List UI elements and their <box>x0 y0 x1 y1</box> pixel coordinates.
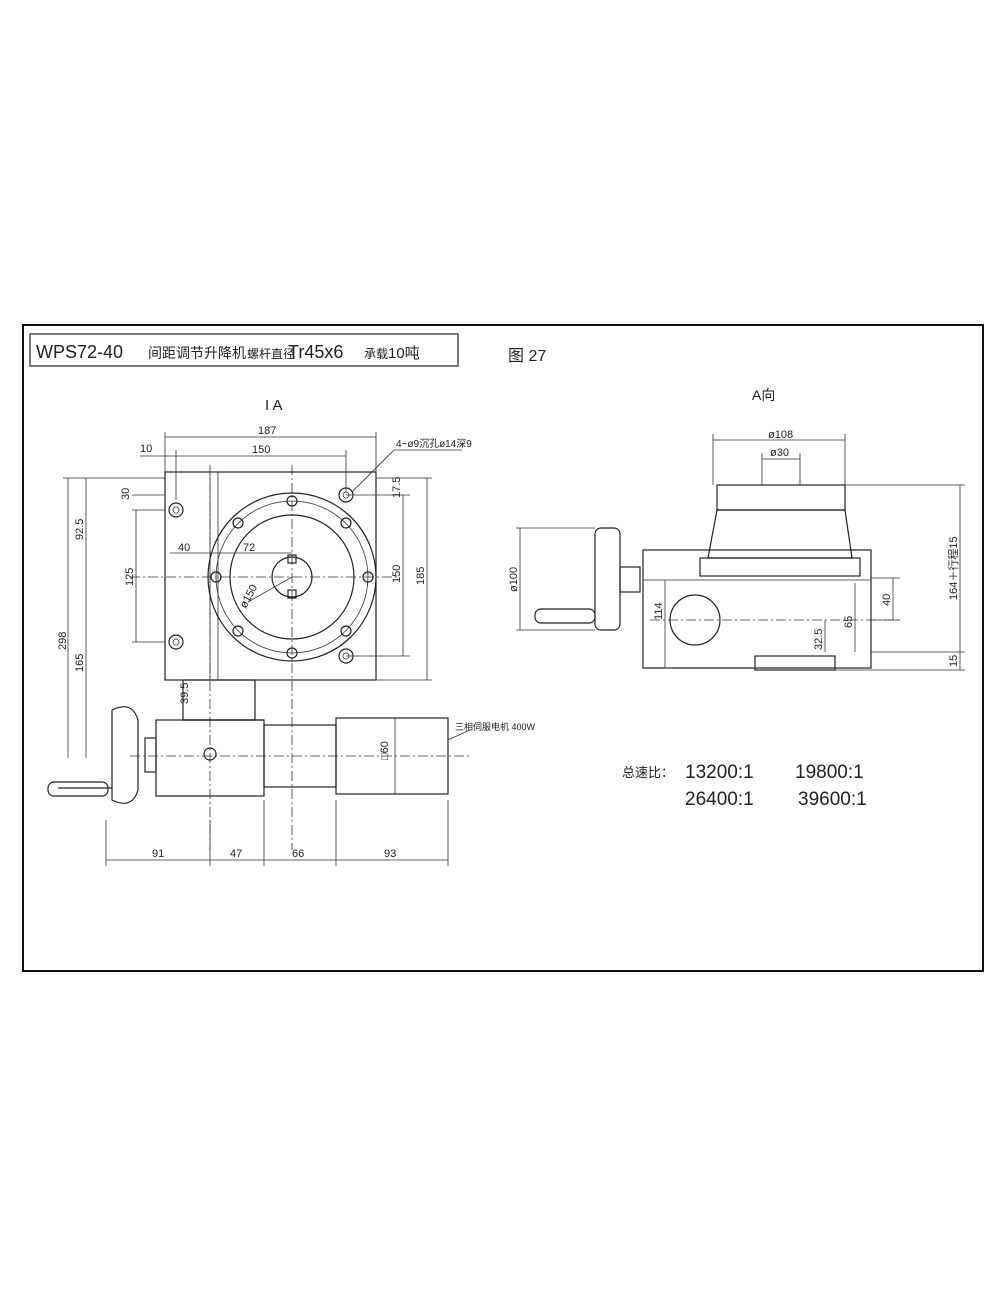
mount-hole <box>168 502 184 518</box>
dim-39-5: 39.5 <box>179 683 191 704</box>
dim-92-5: 92.5 <box>74 519 86 540</box>
dim-150-top: 150 <box>252 444 270 456</box>
title-model: WPS72-40 <box>36 342 123 362</box>
title-load-value: 10吨 <box>388 345 420 362</box>
dim-10: 10 <box>140 443 152 455</box>
ratio-value: 26400:1 <box>685 789 754 810</box>
handwheel-side <box>594 527 621 631</box>
dim-66: 66 <box>292 848 304 860</box>
dim-dia150: ø150 <box>238 583 260 611</box>
dim-dia30: ø30 <box>770 447 789 459</box>
dim-150-v: 150 <box>391 565 403 583</box>
left-view-title: I A <box>265 397 283 414</box>
flange-outer <box>207 492 377 662</box>
leader-line <box>351 449 395 493</box>
flange-bolts <box>210 495 374 659</box>
keyway <box>287 554 297 564</box>
dim-holes: 4~ø9沉孔ø14深9 <box>396 437 472 450</box>
figure-number: 图 27 <box>508 348 546 365</box>
tower-flange <box>699 557 861 577</box>
motor-label: 三相伺服电机 400W <box>455 721 536 732</box>
dim-17-5: 17.5 <box>391 477 403 498</box>
gear-housing <box>642 549 872 669</box>
handwheel-grip-side <box>534 608 596 624</box>
title-box <box>29 333 459 367</box>
ratio-value: 13200:1 <box>685 762 754 783</box>
dim-65: 65 <box>843 616 855 628</box>
mount-hole-inner <box>172 506 180 514</box>
dim-dia100: ø100 <box>508 567 520 592</box>
dim-91: 91 <box>152 848 164 860</box>
drawing-frame <box>22 324 984 972</box>
dim-114: 114 <box>653 602 665 620</box>
handwheel-grip <box>47 781 109 797</box>
dim-30: 30 <box>120 488 132 500</box>
worm-center <box>203 747 217 761</box>
title-screw-label: 螺杆直径 <box>247 347 295 361</box>
dim-298: 298 <box>57 632 69 650</box>
dim-72: 72 <box>243 542 255 554</box>
title-load-label: 承载 <box>364 347 388 361</box>
dim-164: 164＋行程15 <box>947 536 960 600</box>
handwheel-hub <box>144 737 157 773</box>
screw-cap <box>716 484 846 511</box>
dim-32-5: 32.5 <box>813 629 825 650</box>
dim-square-60: □60 <box>379 741 391 760</box>
dim-15: 15 <box>948 655 960 667</box>
dim-187: 187 <box>258 425 276 437</box>
ratio-label: 总速比： <box>622 765 674 780</box>
dim-125: 125 <box>124 568 136 586</box>
keyway <box>287 589 297 599</box>
title-name: 间距调节升降机 <box>148 345 246 361</box>
dim-47: 47 <box>230 848 242 860</box>
flange-inner <box>229 514 355 640</box>
leader-motor <box>447 729 471 741</box>
dim-40: 40 <box>178 542 190 554</box>
tower-body <box>707 509 853 559</box>
handwheel-shaft <box>619 566 641 593</box>
dim-dia108: ø108 <box>768 429 793 441</box>
flange-bolt-circle <box>215 500 369 654</box>
mount-hole <box>168 634 184 650</box>
mount-hole-inner <box>172 638 180 646</box>
dim-185: 185 <box>415 567 427 585</box>
ratio-value: 19800:1 <box>795 762 864 783</box>
leader-dia <box>247 576 293 603</box>
dim-165: 165 <box>74 654 86 672</box>
gear-neck <box>182 679 256 721</box>
title-screw-value: Tr45x6 <box>288 342 343 362</box>
dim-93: 93 <box>384 848 396 860</box>
right-view-title: A向 <box>752 387 775 403</box>
dim-40-r: 40 <box>881 594 893 606</box>
ratio-value: 39600:1 <box>798 789 867 810</box>
screw-bore <box>271 556 313 598</box>
base-foot <box>754 655 836 671</box>
handwheel <box>111 706 139 804</box>
